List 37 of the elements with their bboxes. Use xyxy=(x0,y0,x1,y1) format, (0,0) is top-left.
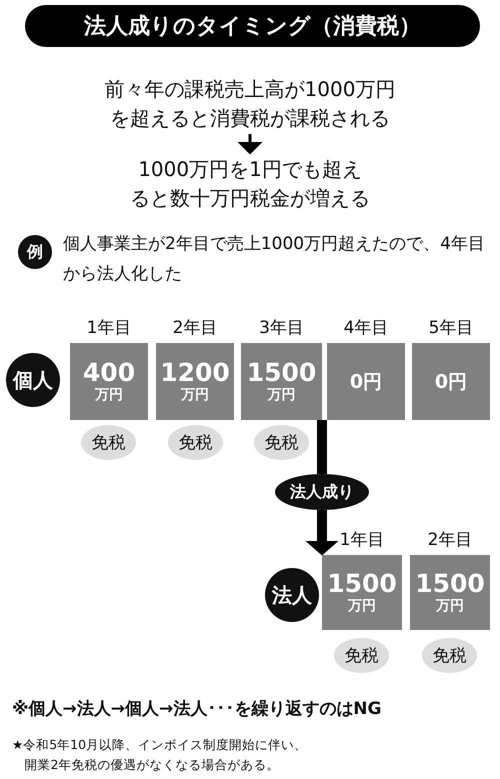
example-text: 個人事業主が2年目で売上1000万円超えたので、4年目から法人化した xyxy=(63,233,486,286)
amount-number: 0円 xyxy=(350,370,382,394)
amount-unit: 万円 xyxy=(436,596,464,614)
exemption-tag: 免税 xyxy=(422,638,477,673)
entity-badge: 個人 xyxy=(6,353,60,407)
amount-number: 400 xyxy=(82,360,136,386)
arrow xyxy=(306,510,338,556)
year-label: 2年目 xyxy=(426,529,474,551)
title-banner: 法人成りのタイミング（消費税） xyxy=(25,5,480,47)
exemption-tag: 免税 xyxy=(254,425,309,460)
exemption-tag: 免税 xyxy=(81,425,136,460)
statement-text: 前々年の課税売上高が1000万円を超えると消費税が課税される xyxy=(40,74,460,134)
note-text: ★令和5年10月以降、インボイス制度開始に伴い、開業2年免税の優遇がなくなる場合がある。 xyxy=(12,736,308,774)
amount-number: 0円 xyxy=(434,370,468,394)
year-label: 1年目 xyxy=(338,529,386,551)
transition-label: 法人成り xyxy=(275,474,369,510)
amount-number: 1500 xyxy=(327,570,397,596)
year-label: 3年目 xyxy=(258,317,305,339)
amount-number: 1500 xyxy=(246,360,316,386)
amount-number: 1200 xyxy=(160,360,230,386)
note-text: ※個人→法人→個人→法人･･･を繰り返すのはNG xyxy=(12,698,382,721)
connector-line xyxy=(317,420,327,474)
exemption-tag: 免税 xyxy=(334,638,389,673)
exemption-tag: 免税 xyxy=(168,425,223,460)
amount-unit: 万円 xyxy=(95,386,123,404)
arrow xyxy=(238,134,262,154)
amount-unit: 万円 xyxy=(348,596,376,614)
year-label: 4年目 xyxy=(342,317,390,339)
year-label: 5年目 xyxy=(428,317,474,339)
statement-text: 1000万円を1円でも超えると数十万円税金が増える xyxy=(40,154,460,214)
example-mark: 例 xyxy=(26,240,44,262)
amount-unit: 万円 xyxy=(181,386,209,404)
year-label: 2年目 xyxy=(172,317,218,339)
year-label: 1年目 xyxy=(86,317,132,339)
amount-unit: 万円 xyxy=(268,386,296,404)
entity-badge: 法人 xyxy=(265,568,319,622)
amount-number: 1500 xyxy=(415,570,485,596)
